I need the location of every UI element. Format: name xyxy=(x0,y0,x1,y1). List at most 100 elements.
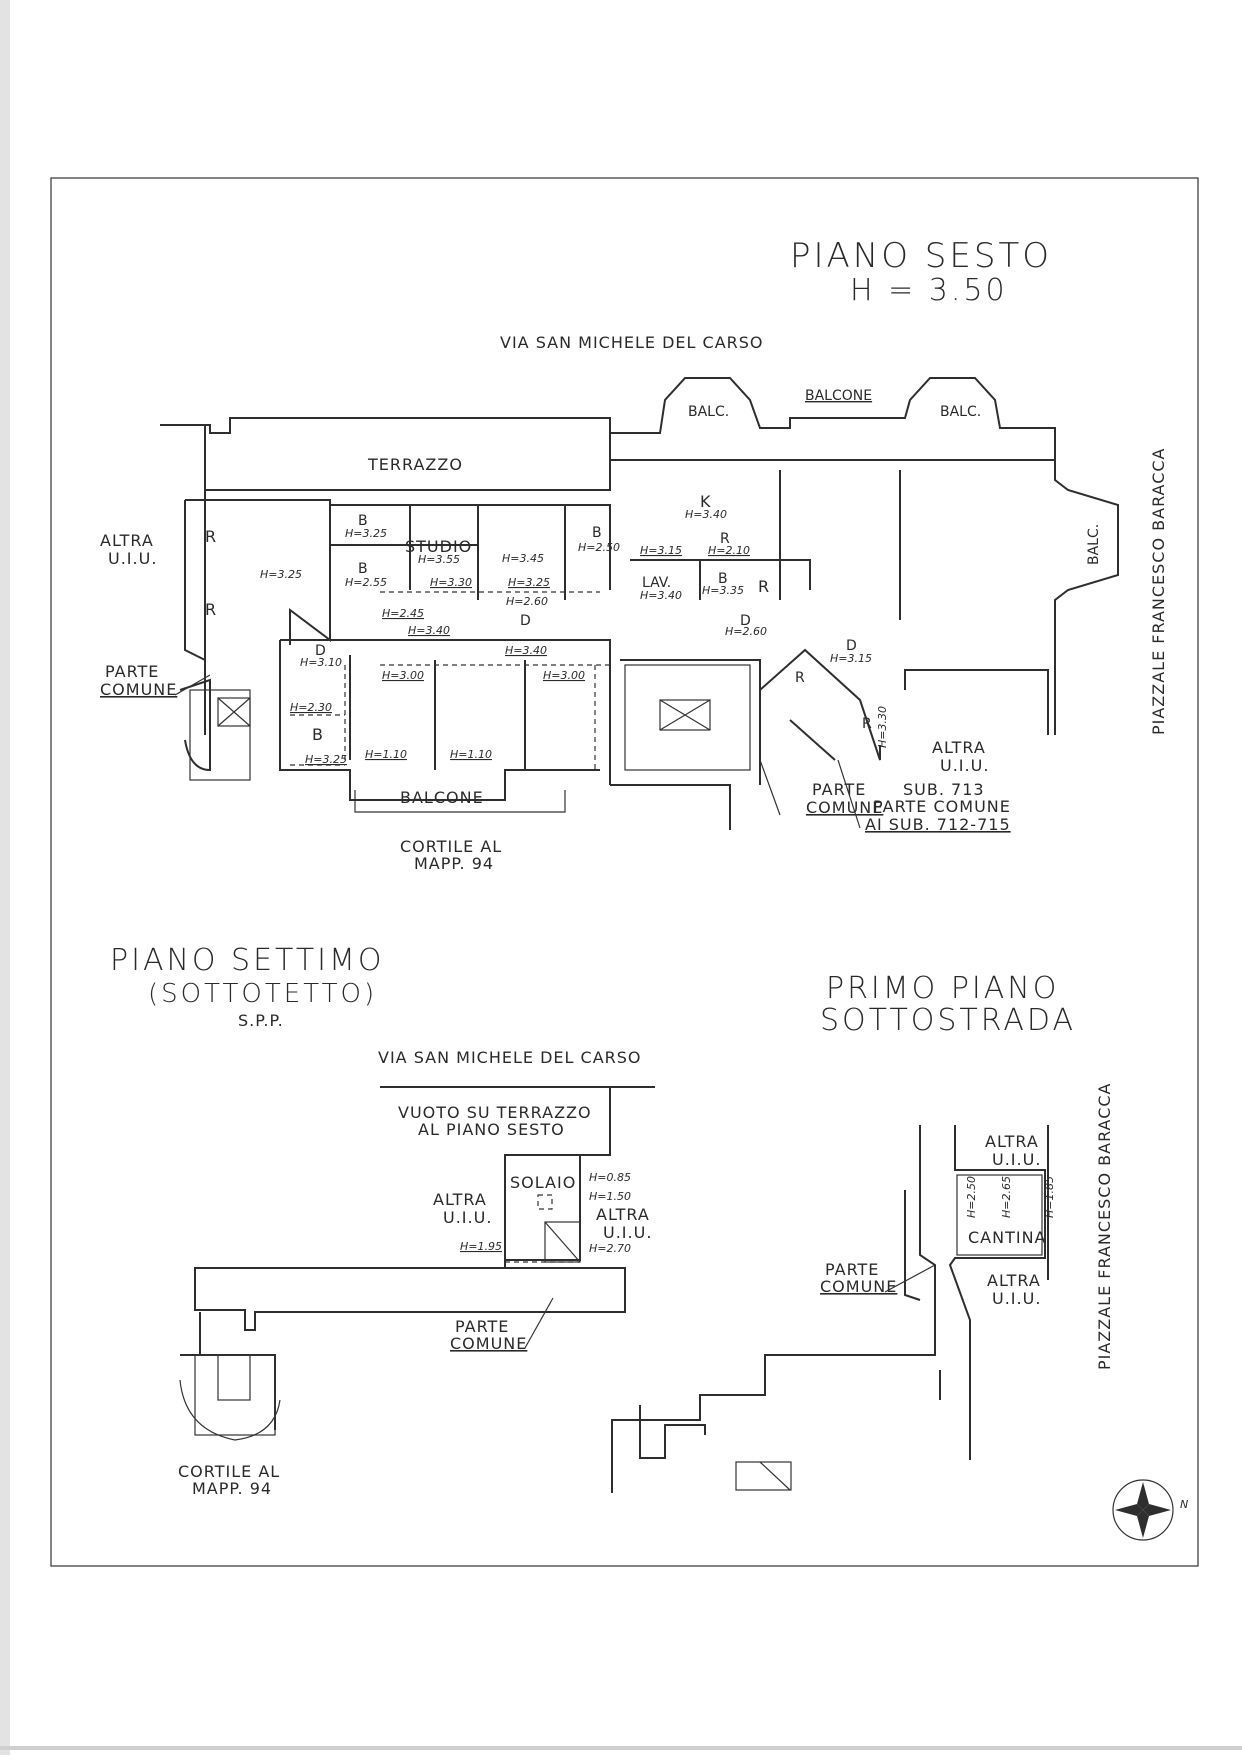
label-parte-comune: PARTE xyxy=(825,1260,879,1279)
label-altra-top: U.I.U. xyxy=(992,1150,1041,1169)
label-parte-comune: PARTE xyxy=(455,1317,509,1336)
label-altra-bottom: U.I.U. xyxy=(992,1289,1041,1308)
height-label: H=3.25 xyxy=(345,527,387,540)
primo-piano-plan: PRIMO PIANO SOTTOSTRADA ALTRA U.I.U. CAN… xyxy=(611,971,1114,1493)
scan-edge-left xyxy=(0,0,10,1755)
piano-settimo-subtitle: (SOTTOTETTO) xyxy=(148,979,377,1009)
height-label: H=2.60 xyxy=(506,595,548,608)
room-balcone-bottom: BALCONE xyxy=(400,788,484,807)
room-r1: R xyxy=(205,527,217,546)
height-label: H=2.45 xyxy=(382,607,424,620)
label-altra-right: U.I.U. xyxy=(603,1223,652,1242)
room-b3: B xyxy=(592,525,602,541)
room-studio: STUDIO xyxy=(405,537,472,556)
room-solaio: SOLAIO xyxy=(510,1173,576,1192)
street-top-label: VIA SAN MICHELE DEL CARSO xyxy=(500,333,764,352)
room-b1: B xyxy=(358,513,368,529)
height-label: H=2.10 xyxy=(708,544,750,557)
height-label: H=2.60 xyxy=(725,625,767,638)
label-cortile: CORTILE AL xyxy=(400,837,502,856)
height-label: H=3.15 xyxy=(830,652,872,665)
label-altra-left: U.I.U. xyxy=(108,549,157,568)
room-balc-left: BALC. xyxy=(688,404,729,420)
room-r4: R xyxy=(758,577,770,596)
label-parte-comune-mid: PARTE xyxy=(812,780,866,799)
room-cantina: CANTINA xyxy=(968,1228,1047,1247)
room-d4: D xyxy=(846,638,857,654)
height-label: H=3.25 xyxy=(305,753,347,766)
height-label: H=3.25 xyxy=(260,568,302,581)
room-b4: B xyxy=(718,571,728,587)
room-lav: LAV. xyxy=(642,575,671,591)
height-label: H=3.15 xyxy=(640,544,682,557)
height-label: H=3.30 xyxy=(430,576,472,589)
label-altra-right: U.I.U. xyxy=(940,756,989,775)
primo-piano-title: PRIMO PIANO xyxy=(826,971,1059,1006)
room-balc-side: BALC. xyxy=(1086,524,1102,565)
piano-settimo-plan: PIANO SETTIMO (SOTTOTETTO) S.P.P. VIA SA… xyxy=(110,943,655,1498)
room-d1: D xyxy=(315,643,326,659)
height-label: H=3.00 xyxy=(382,669,424,682)
height-label: H=3.25 xyxy=(508,576,550,589)
label-sub: PARTE COMUNE xyxy=(873,797,1011,816)
height-label: H=3.55 xyxy=(418,553,460,566)
room-k: K xyxy=(700,492,712,511)
piano-settimo-spp: S.P.P. xyxy=(238,1011,284,1030)
label-parte-comune-left: COMUNE xyxy=(100,680,177,699)
piano-sesto-title: PIANO SESTO xyxy=(790,236,1052,276)
label-altra-left: ALTRA xyxy=(433,1190,487,1209)
room-r5: R xyxy=(795,670,805,686)
height-label: H=2.50 xyxy=(578,541,620,554)
piano-sesto-height: H = 3.50 xyxy=(850,273,1008,308)
drawing-frame xyxy=(50,177,1199,1567)
height-label: H=2.65 xyxy=(1000,1176,1013,1218)
height-label: H=3.30 xyxy=(876,706,889,748)
piano-settimo-title: PIANO SETTIMO xyxy=(110,943,385,978)
height-label: H=1.10 xyxy=(365,748,407,761)
height-label: H=3.45 xyxy=(502,552,544,565)
label-vuoto: AL PIANO SESTO xyxy=(418,1120,565,1139)
label-piazzale-bottom: PIAZZALE FRANCESCO BARACCA xyxy=(1095,1082,1114,1370)
label-altra-left: U.I.U. xyxy=(443,1208,492,1227)
compass-rose-icon xyxy=(1112,1479,1174,1541)
room-b5: B xyxy=(312,725,324,744)
height-label: H=2.55 xyxy=(345,576,387,589)
height-label: H=1.10 xyxy=(450,748,492,761)
piano-settimo-street: VIA SAN MICHELE DEL CARSO xyxy=(378,1048,642,1067)
room-balcone-top: BALCONE xyxy=(805,388,872,404)
piano-sesto-plan: PIANO SESTO H = 3.50 VIA SAN MICHELE DEL… xyxy=(100,236,1168,873)
label-sub: SUB. 713 xyxy=(903,780,985,799)
label-vuoto: VUOTO SU TERRAZZO xyxy=(398,1103,592,1122)
room-b2: B xyxy=(358,561,368,577)
label-parte-comune: COMUNE xyxy=(450,1334,527,1353)
label-altra-top: ALTRA xyxy=(985,1132,1039,1151)
room-r3: R xyxy=(720,531,730,547)
height-label: H=2.70 xyxy=(589,1242,631,1255)
height-label: H=1.50 xyxy=(589,1190,631,1203)
height-label: H=3.35 xyxy=(702,584,744,597)
label-piazzale-top: PIAZZALE FRANCESCO BARACCA xyxy=(1149,447,1168,735)
label-altra-left: ALTRA xyxy=(100,531,154,550)
height-label: H=0.85 xyxy=(589,1171,631,1184)
label-cortile: MAPP. 94 xyxy=(414,854,494,873)
room-balc-right: BALC. xyxy=(940,404,981,420)
label-cortile: CORTILE AL xyxy=(178,1462,280,1481)
height-label: H=1.95 xyxy=(460,1240,502,1253)
height-label: H=2.50 xyxy=(965,1176,978,1218)
height-label: H=3.10 xyxy=(300,656,342,669)
room-terrazzo: TERRAZZO xyxy=(367,455,463,474)
height-label: H=3.40 xyxy=(505,644,547,657)
room-d3: D xyxy=(740,613,751,629)
label-cortile: MAPP. 94 xyxy=(192,1479,272,1498)
height-label: H=3.40 xyxy=(640,589,682,602)
label-altra-right: ALTRA xyxy=(932,738,986,757)
compass-north-label: N xyxy=(1180,1498,1188,1511)
label-parte-comune: COMUNE xyxy=(820,1277,897,1296)
room-d2: D xyxy=(520,613,531,629)
label-parte-comune-mid: COMUNE xyxy=(806,798,883,817)
height-label: H=3.40 xyxy=(408,624,450,637)
primo-piano-title: SOTTOSTRADA xyxy=(820,1003,1076,1038)
height-label: H=2.30 xyxy=(290,701,332,714)
height-label: H=3.40 xyxy=(685,508,727,521)
